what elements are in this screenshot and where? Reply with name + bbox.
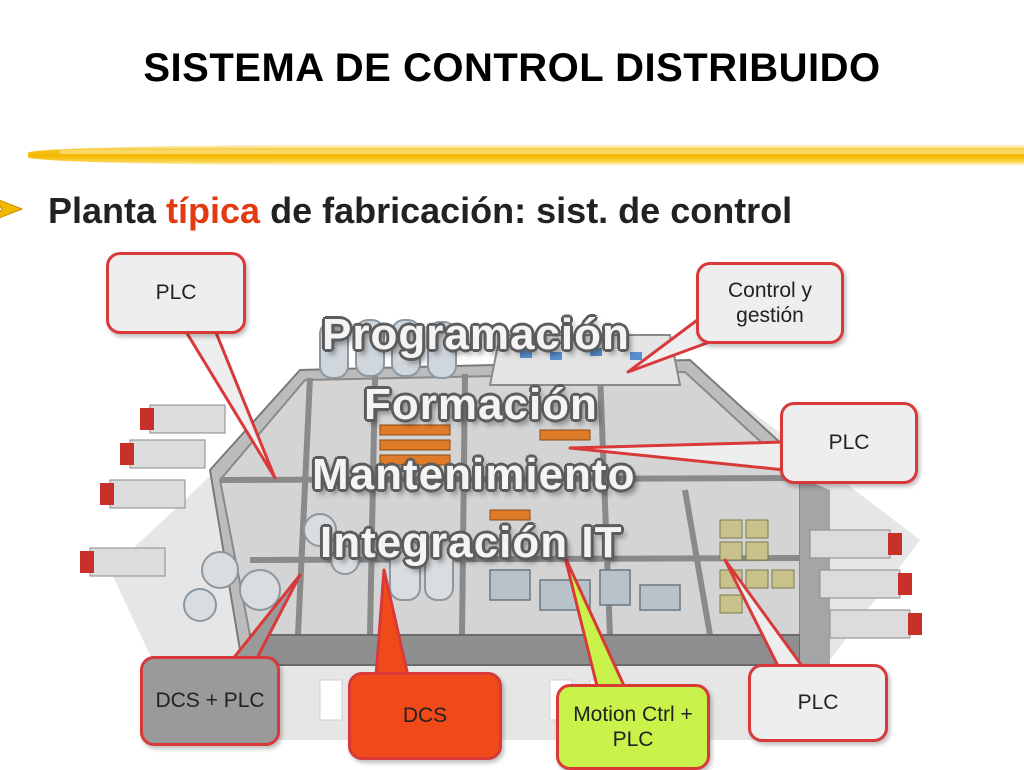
callout-motion-ctrl-plc: Motion Ctrl + PLC <box>556 684 710 770</box>
slide-title: SISTEMA DE CONTROL DISTRIBUIDO <box>143 46 881 90</box>
callout-plc-top-left: PLC <box>106 252 246 334</box>
overlay-integracion-it: Integración IT <box>320 518 623 567</box>
overlay-mantenimiento: Mantenimiento <box>312 450 636 499</box>
callout-dcs: DCS <box>348 672 502 760</box>
subtitle-part2: de fabricación: sist. de control <box>260 190 793 231</box>
overlay-formacion: Formación <box>364 380 598 429</box>
callout-dcs-plc: DCS + PLC <box>140 656 280 746</box>
subtitle-part1: Planta <box>48 190 167 231</box>
slide-subtitle: Planta típica de fabricación: sist. de c… <box>48 190 792 232</box>
subtitle-highlight: típica <box>166 190 261 231</box>
arrow-bullet-icon <box>0 199 24 219</box>
factory-illustration <box>80 319 922 740</box>
callout-plc-bottom-right: PLC <box>748 664 888 742</box>
callout-plc-right: PLC <box>780 402 918 484</box>
title-underline-highlight <box>60 150 1024 154</box>
overlay-programacion: Programación <box>322 310 630 359</box>
callout-control-gestion: Control y gestión <box>696 262 844 344</box>
title-underline-stripe <box>28 144 1024 166</box>
